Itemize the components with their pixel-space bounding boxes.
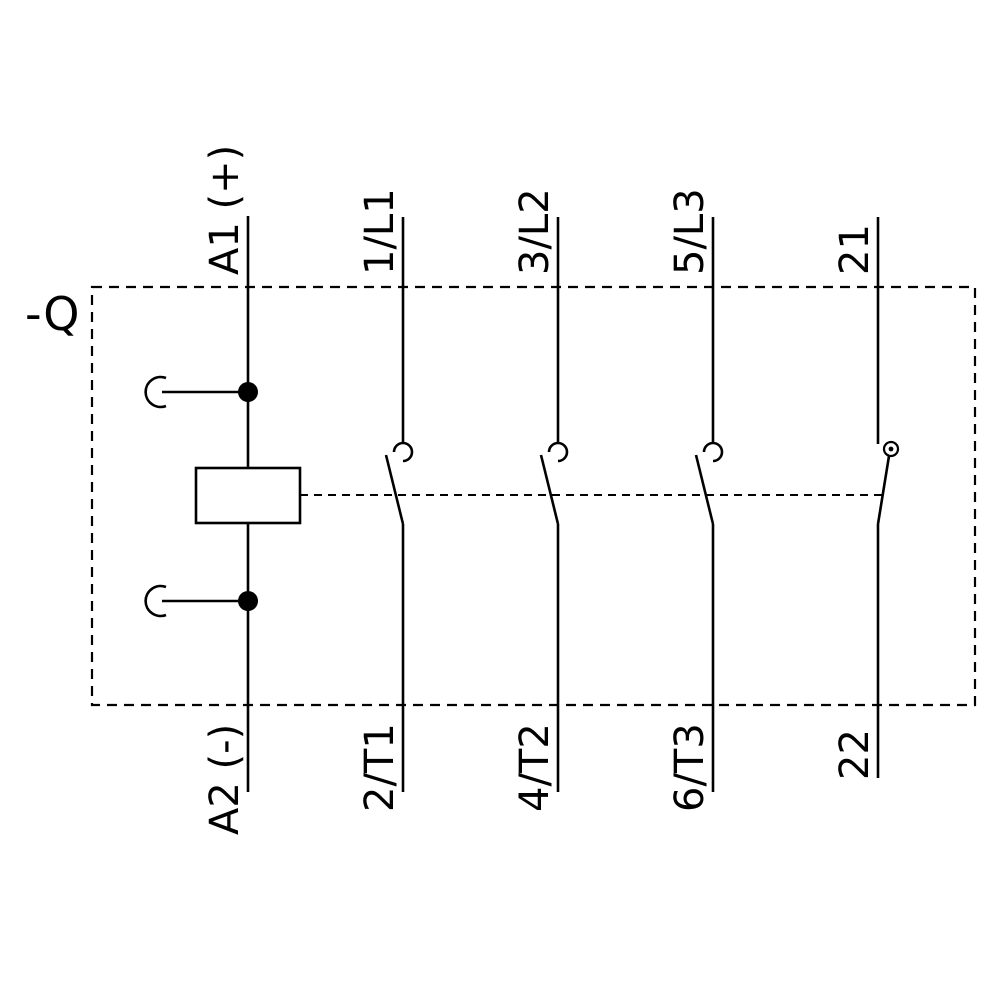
- junction-dot-bottom: [238, 591, 258, 611]
- aux-nc-contact-circle: [882, 440, 900, 458]
- aux-contact-pivot-dot: [888, 446, 894, 452]
- terminal-label-6t3: 6/T3: [667, 723, 713, 812]
- terminal-label-3l2: 3/L2: [512, 188, 558, 275]
- terminal-label-a1: A1 (+): [202, 145, 248, 275]
- terminal-label-1l1: 1/L1: [357, 188, 403, 275]
- pole3-moving-contact: [694, 454, 715, 525]
- terminal-label-22: 22: [832, 729, 878, 780]
- junction-dot-top: [238, 382, 258, 402]
- pole2-fixed-contact-arc: [547, 441, 569, 463]
- contactor-boundary: [90, 285, 977, 707]
- coil-box: [194, 466, 302, 525]
- terminal-label-4t2: 4/T2: [512, 723, 558, 812]
- aux-moving-contact: [876, 455, 891, 525]
- terminal-label-2t1: 2/T1: [357, 723, 403, 812]
- terminal-label-21: 21: [832, 224, 878, 275]
- designator-label: -Q: [25, 287, 80, 341]
- terminal-label-a2: A2 (-): [202, 724, 248, 835]
- pole1-moving-contact: [384, 454, 405, 525]
- terminal-label-5l3: 5/L3: [667, 188, 713, 275]
- pole2-moving-contact: [539, 454, 560, 525]
- plug-connector-icon-bottom: [144, 584, 167, 618]
- pole3-fixed-contact-arc: [702, 441, 724, 463]
- plug-connector-icon-top: [144, 375, 167, 409]
- pole1-fixed-contact-arc: [392, 441, 414, 463]
